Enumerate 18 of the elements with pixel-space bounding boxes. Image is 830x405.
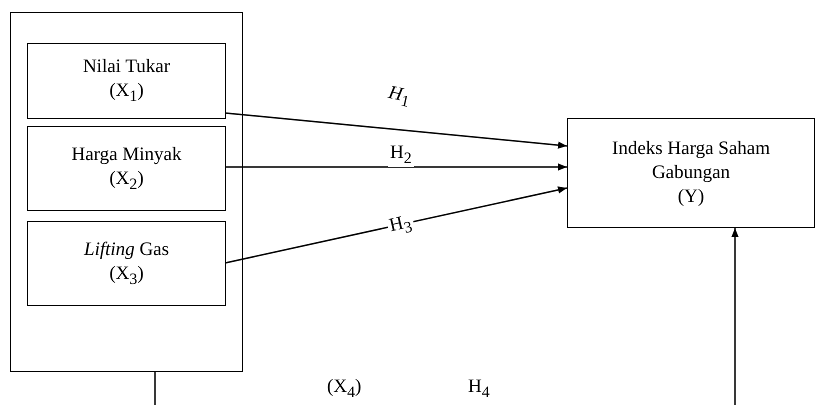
variable-box [27,126,226,211]
node-text: (Y) [678,184,704,209]
node-text: (X$_{3}$) [109,262,144,290]
group-box [10,12,243,372]
variable-box [27,43,226,119]
arrow [224,186,568,264]
node-text: Harga Minyak [72,142,182,167]
edge-label: H$_{2}$ [388,143,414,168]
node-text: Indeks Harga Saham Gabungan [611,137,771,185]
arrow [224,112,568,149]
node-text: Lifting Gas [84,238,169,262]
variable-box [27,221,226,306]
node-text: Nilai Tukar [82,55,170,80]
node-text: (X$_{1}$) [109,79,144,107]
arrow [225,163,567,171]
arrow [154,228,739,405]
variable-box [567,118,815,228]
node-text: (X$_{2}$) [109,166,144,194]
